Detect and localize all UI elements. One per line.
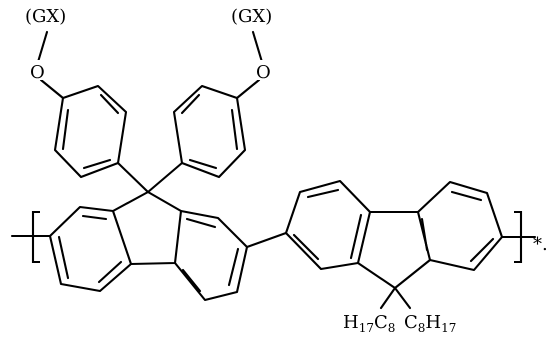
gx-o-bond-left <box>36 30 49 64</box>
repeat-bracket-right <box>514 210 523 264</box>
repeat-bracket-left <box>31 210 40 264</box>
inter-fluorene-bond <box>245 231 288 249</box>
gx-o-bond-right <box>251 30 264 64</box>
right-phenyl-to-c9-bond <box>146 161 184 194</box>
phenyl-ring-left <box>53 84 128 179</box>
atom-labels: (GX) O (GX) O H17C8 C8H17 *. <box>22 3 548 335</box>
gx-label-right: (GX) <box>231 6 272 27</box>
o-phenyl-bond-right <box>235 78 261 100</box>
alkyl-label-right: C8H17 <box>404 312 456 335</box>
gx-label-left: (GX) <box>25 6 66 27</box>
fluorene-unit-left <box>48 190 249 302</box>
repeat-star-label: *. <box>533 234 548 255</box>
oxygen-label-right: O <box>256 62 271 83</box>
fluorene-unit-right <box>284 179 504 290</box>
bond-skeleton <box>10 30 537 310</box>
alkyl-label-left: H17C8 <box>343 312 395 335</box>
left-phenyl-to-c9-bond <box>116 161 150 194</box>
phenyl-ring-right <box>172 84 247 179</box>
alkyl-bond-left <box>379 286 397 310</box>
oxygen-label-left: O <box>30 62 45 83</box>
o-phenyl-bond-left <box>39 78 65 100</box>
alkyl-bond-right <box>393 286 412 310</box>
